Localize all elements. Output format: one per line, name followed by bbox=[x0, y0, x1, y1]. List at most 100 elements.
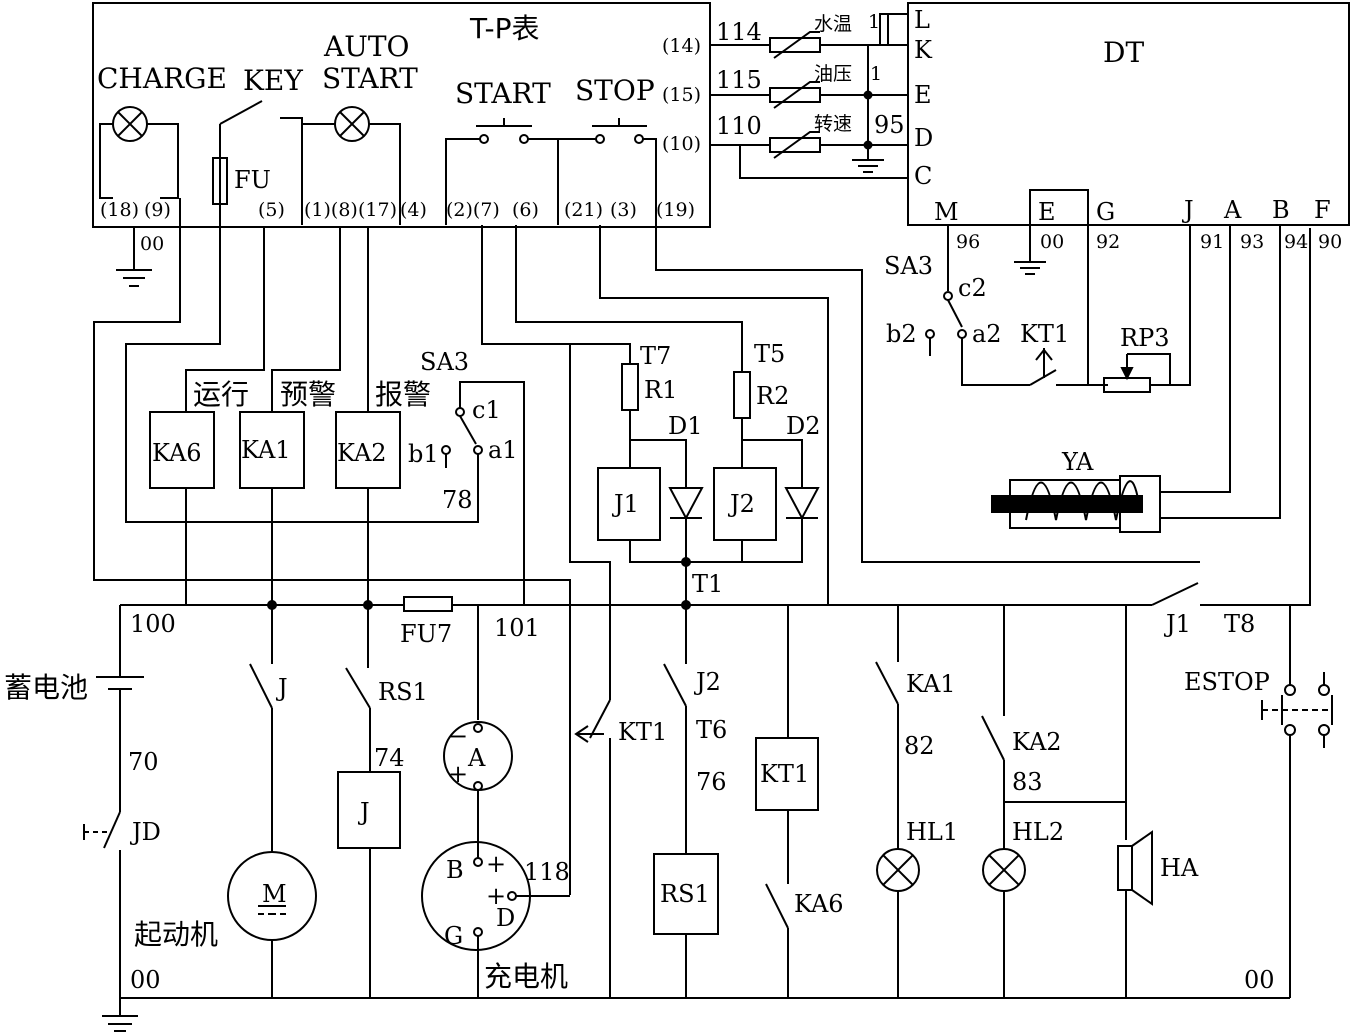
terminal-2-7: (2)(7) bbox=[446, 199, 500, 221]
j1-contact-label: J1 bbox=[1163, 610, 1191, 638]
charge-lamp-icon bbox=[112, 106, 148, 142]
battery-icon bbox=[96, 676, 144, 690]
terminal-17: (17) bbox=[358, 199, 397, 221]
solenoid-coil-icon bbox=[1025, 480, 1141, 521]
fu7-label: FU7 bbox=[400, 620, 452, 648]
terminal-4: (4) bbox=[400, 199, 427, 221]
wire-00-left: 00 bbox=[130, 966, 161, 994]
t7-label: T7 bbox=[640, 342, 671, 370]
main-bus: 100 FU7 101 J1 T8 bbox=[120, 228, 1311, 648]
ammeter-minus: − bbox=[448, 722, 468, 750]
ka6-coil bbox=[149, 411, 215, 489]
r2-label: R2 bbox=[756, 382, 789, 410]
stop-button-icon bbox=[592, 118, 647, 144]
a2-label: a2 bbox=[972, 320, 1002, 348]
r1-label: R1 bbox=[644, 376, 677, 404]
water-temp-label: 水温 bbox=[814, 13, 852, 35]
j-contact-label: J bbox=[275, 674, 288, 702]
wire-00-panel: 00 bbox=[140, 233, 164, 255]
lower-circuit: 蓄电池 70 JD 起动机 00 00 J M bbox=[4, 605, 1333, 1032]
dt-pin-c: C bbox=[914, 162, 932, 190]
speed-label: 转速 bbox=[814, 113, 852, 135]
wire-78: 78 bbox=[442, 486, 473, 514]
ground-icon bbox=[116, 228, 152, 287]
c2-label: c2 bbox=[958, 274, 987, 302]
auto-start-label: START bbox=[322, 62, 418, 95]
wire-00-dt: 00 bbox=[1040, 231, 1064, 253]
sensor-ground-icon bbox=[852, 159, 884, 173]
main-ground-icon bbox=[102, 1015, 138, 1032]
dt-pin-b: B bbox=[1272, 196, 1290, 224]
ka6-tag: 运行 bbox=[193, 378, 249, 411]
wire-91: 91 bbox=[1200, 231, 1224, 253]
gen-plus-b: + bbox=[486, 850, 506, 878]
tp-panel-title: T-P表 bbox=[469, 12, 540, 45]
wire-92: 92 bbox=[1096, 231, 1120, 253]
battery-label: 蓄电池 bbox=[4, 671, 88, 704]
wire-96: 96 bbox=[956, 231, 980, 253]
sa3-upper-switch: SA3 c2 a2 b2 KT1 RP3 bbox=[884, 225, 1191, 393]
wire-114: 114 bbox=[716, 18, 762, 46]
estop-button-icon bbox=[1261, 684, 1333, 736]
r1-resistor bbox=[621, 363, 639, 411]
dt-pin-d: D bbox=[914, 124, 933, 152]
tp-panel-frame bbox=[92, 2, 711, 228]
kt1-lower-label: KT1 bbox=[618, 718, 667, 746]
dt-pin-j: J bbox=[1181, 196, 1194, 224]
sensor-block: 114 115 110 水温 油压 转速 1 1 95 bbox=[710, 11, 908, 179]
oil-1-label: 1 bbox=[870, 63, 882, 85]
terminal-10: (10) bbox=[662, 133, 701, 155]
gen-d-label: D bbox=[496, 904, 515, 932]
j1-coil-label: J1 bbox=[611, 490, 639, 518]
kt1-upper-label: KT1 bbox=[1020, 320, 1069, 348]
jd-switch-icon bbox=[83, 811, 121, 849]
terminal-18: (18) bbox=[100, 199, 139, 221]
ka2-contact-label: KA2 bbox=[1012, 728, 1062, 756]
j1-contact-icon bbox=[1151, 582, 1199, 606]
estop-label: ESTOP bbox=[1184, 668, 1270, 696]
d1-diode-icon bbox=[668, 487, 704, 521]
dt-pin-e-bottom: E bbox=[1038, 198, 1056, 226]
wire-93: 93 bbox=[1240, 231, 1264, 253]
wire-110: 110 bbox=[716, 112, 762, 140]
sa3-lower-label: SA3 bbox=[420, 348, 469, 376]
sa3-upper-label: SA3 bbox=[884, 252, 933, 280]
dt-pin-k: K bbox=[914, 36, 933, 64]
ammeter-plus: + bbox=[448, 760, 468, 788]
hl1-lamp-icon bbox=[876, 848, 920, 892]
t1-label: T1 bbox=[692, 570, 723, 598]
rs1-contact-icon bbox=[345, 667, 371, 709]
auto-start-lamp-icon bbox=[334, 106, 370, 142]
fuse-fu-icon bbox=[212, 157, 228, 205]
d1-label: D1 bbox=[668, 412, 703, 440]
horn-ha-icon bbox=[1117, 830, 1153, 906]
dt-pin-g: G bbox=[1096, 198, 1115, 226]
starter-label: 起动机 bbox=[134, 918, 218, 951]
hl1-label: HL1 bbox=[906, 818, 958, 846]
key-label: KEY bbox=[243, 64, 303, 97]
gen-b-label: B bbox=[446, 856, 464, 884]
speed-sensor-icon bbox=[769, 131, 821, 159]
rp3-label: RP3 bbox=[1120, 324, 1170, 352]
ka1-coil-label: KA1 bbox=[241, 436, 291, 464]
fu-label: FU bbox=[234, 166, 271, 194]
terminal-15: (15) bbox=[662, 84, 701, 106]
dt-title: DT bbox=[1103, 36, 1144, 69]
t6-label: T6 bbox=[696, 716, 727, 744]
ammeter-label: A bbox=[467, 744, 486, 772]
b1-label: b1 bbox=[408, 440, 439, 468]
start-label: START bbox=[455, 77, 551, 110]
water-1-label: 1 bbox=[868, 11, 880, 33]
relay-area: 运行 预警 报警 KA6 KA1 KA2 SA3 c1 a1 b1 78 bbox=[93, 198, 571, 895]
oil-pressure-label: 油压 bbox=[814, 63, 852, 85]
gen-plus-d: + bbox=[486, 882, 506, 910]
kt1-lower-contact-icon bbox=[574, 699, 611, 743]
wire-115: 115 bbox=[716, 66, 762, 94]
ya-solenoid: YA bbox=[991, 225, 1281, 533]
terminal-14: (14) bbox=[662, 35, 701, 57]
bus-100: 100 bbox=[130, 610, 176, 638]
dt-pin-m: M bbox=[934, 198, 959, 226]
wire-118: 118 bbox=[524, 858, 570, 886]
ka2-contact-icon bbox=[981, 715, 1005, 761]
